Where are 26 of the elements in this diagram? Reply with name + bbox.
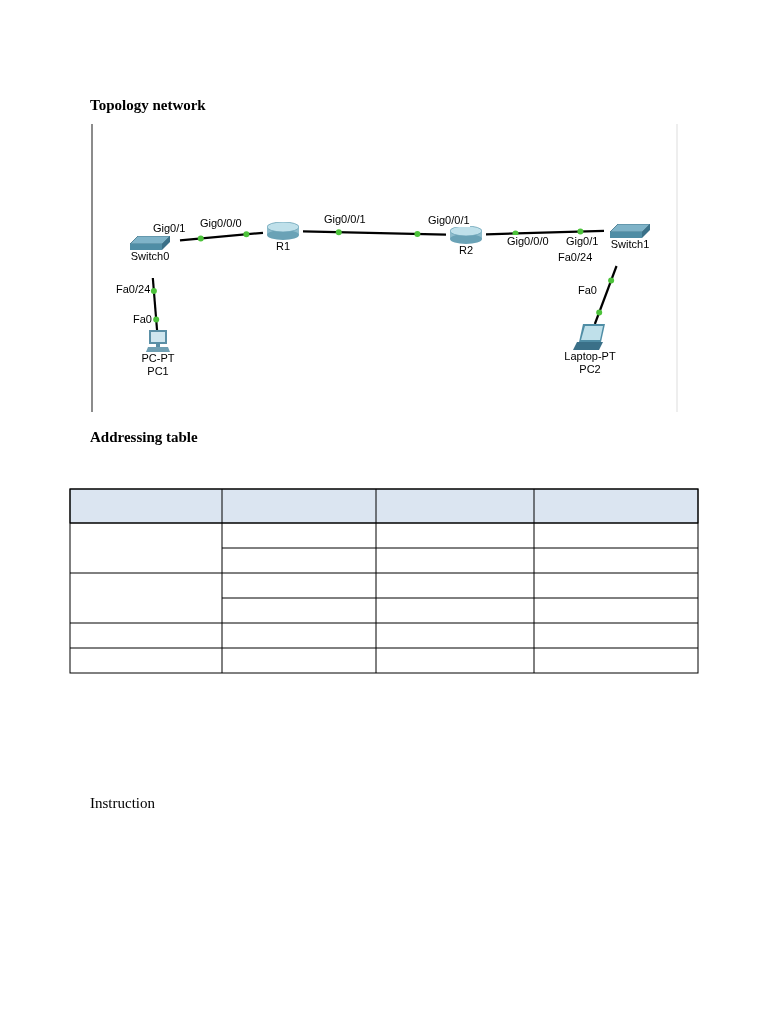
device-label: PC2: [579, 363, 601, 376]
network-cable: [485, 229, 605, 236]
port-label: Gig0/0/0: [200, 217, 242, 230]
network-cable: [302, 230, 447, 236]
port-label: Gig0/0/1: [324, 213, 366, 226]
device-label: R2: [458, 244, 474, 257]
port-label: Fa0/24: [116, 283, 151, 296]
port-label: Gig0/1: [153, 222, 186, 235]
device-label: PC-PT: [141, 352, 175, 365]
heading: Addressing table: [90, 428, 198, 447]
port-label: Fa0/24: [558, 251, 593, 264]
port-label: Fa0: [133, 313, 152, 326]
device-label: PC1: [147, 365, 169, 378]
port-label: Gig0/0/1: [428, 214, 470, 227]
heading: Instruction: [90, 794, 155, 813]
network-cable: [593, 265, 618, 325]
device-label: Switch1: [610, 238, 650, 251]
device-label: Laptop-PT: [564, 350, 616, 363]
network-cable: [179, 231, 264, 242]
heading: Topology network: [90, 96, 206, 115]
network-cable: [151, 277, 159, 331]
port-label: Fa0: [578, 284, 597, 297]
port-label: Gig0/0/0: [507, 235, 549, 248]
port-label: Gig0/1: [566, 235, 599, 248]
device-label: Switch0: [130, 250, 170, 263]
device-label: R1: [275, 240, 291, 253]
